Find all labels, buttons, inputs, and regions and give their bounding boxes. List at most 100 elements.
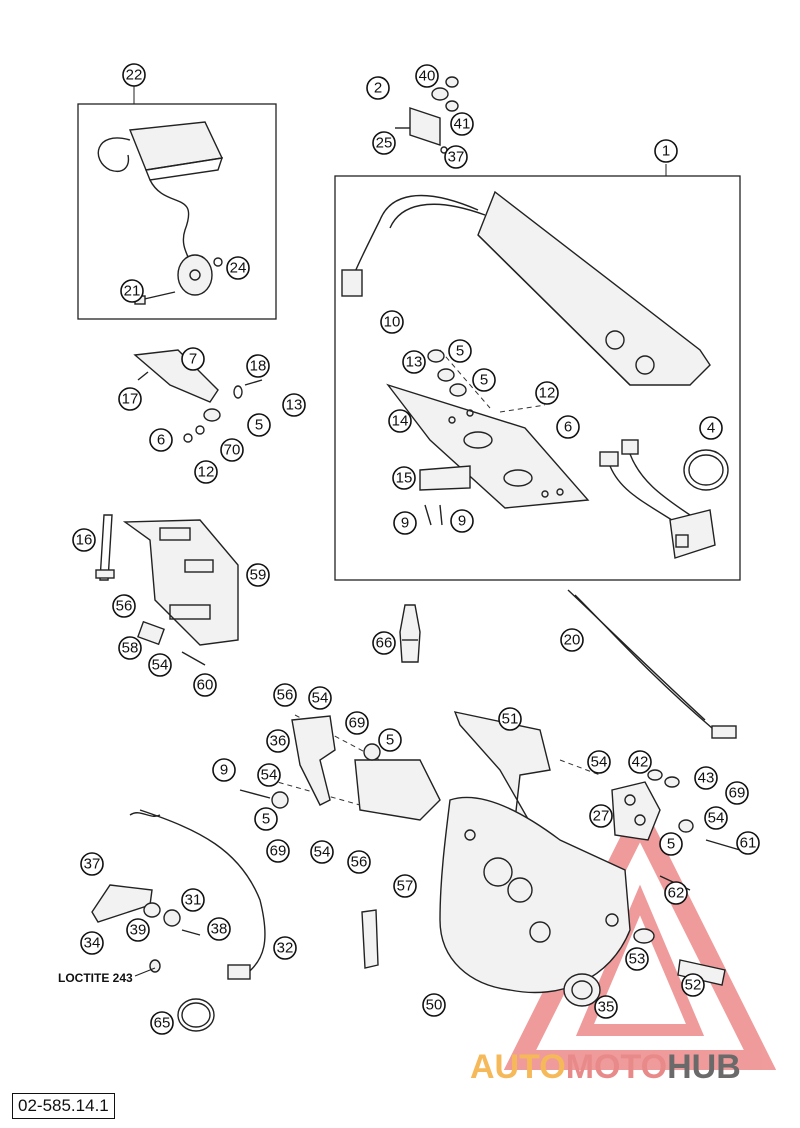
callout-bubble: 9 — [393, 511, 417, 535]
callout-label: 5 — [456, 343, 464, 360]
callout-bubble: 66 — [372, 631, 396, 655]
callout-bubble: 6 — [556, 415, 580, 439]
callout-label: 9 — [220, 762, 228, 779]
callout-bubble: 1 — [654, 139, 678, 163]
callout-bubble: 5 — [448, 339, 472, 363]
rear-bracket-part — [611, 769, 741, 851]
headlight-mask-part — [341, 190, 711, 386]
callout-label: 69 — [270, 843, 287, 860]
callout-bubble: 62 — [664, 881, 688, 905]
callout-label: 5 — [262, 811, 270, 828]
callout-bubble: 60 — [193, 673, 217, 697]
callout-label: 65 — [154, 1015, 171, 1032]
watermark-text: AUTOMOTOHUB — [470, 1048, 741, 1086]
callout-bubble: 39 — [126, 918, 150, 942]
switch-and-clamp-part — [599, 439, 729, 559]
callout-label: 35 — [598, 999, 615, 1016]
callout-label: 66 — [376, 635, 393, 652]
callout-bubble: 41 — [450, 112, 474, 136]
callout-bubble: 31 — [181, 888, 205, 912]
callout-bubble: 37 — [444, 145, 468, 169]
callout-label: 62 — [668, 885, 685, 902]
callout-label: 38 — [211, 921, 228, 938]
callout-bubble: 32 — [273, 936, 297, 960]
clamp-ring-part — [177, 998, 215, 1032]
callout-label: 52 — [685, 977, 702, 994]
callout-label: 50 — [426, 997, 443, 1014]
callout-label: 15 — [396, 470, 413, 487]
callout-bubble: 51 — [498, 707, 522, 731]
callout-bubble: 54 — [310, 840, 334, 864]
callout-bubble: 5 — [378, 728, 402, 752]
callout-label: 16 — [76, 532, 93, 549]
callout-label: 54 — [152, 657, 169, 674]
callout-label: 69 — [729, 785, 746, 802]
callout-bubble: 4 — [699, 416, 723, 440]
callout-label: 9 — [401, 515, 409, 532]
callout-label: 56 — [116, 598, 133, 615]
callout-bubble: 16 — [72, 528, 96, 552]
callout-label: 36 — [270, 733, 287, 750]
callout-bubble: 2 — [366, 76, 390, 100]
callout-bubble: 54 — [257, 763, 281, 787]
callout-label: 12 — [539, 385, 556, 402]
cable-part — [567, 589, 737, 739]
callout-bubble: 5 — [247, 413, 271, 437]
callout-label: 37 — [84, 856, 101, 873]
callout-bubble: 9 — [212, 758, 236, 782]
callout-bubble: 57 — [393, 874, 417, 898]
callout-label: 69 — [349, 715, 366, 732]
callout-bubble: 54 — [148, 653, 172, 677]
callout-label: 59 — [250, 567, 267, 584]
headlight-holder-part — [95, 514, 239, 666]
callout-bubble: 58 — [118, 636, 142, 660]
callout-bubble: 20 — [560, 628, 584, 652]
callout-label: 6 — [564, 419, 572, 436]
callout-label: 21 — [124, 283, 141, 300]
callout-bubble: 27 — [589, 804, 613, 828]
callout-label: 5 — [255, 417, 263, 434]
callout-bubble: 50 — [422, 993, 446, 1017]
callout-bubble: 34 — [80, 931, 104, 955]
callout-label: 32 — [277, 940, 294, 957]
callout-label: 6 — [157, 432, 165, 449]
callout-label: 40 — [419, 68, 436, 85]
callout-label: 51 — [502, 711, 519, 728]
callout-label: 54 — [312, 690, 329, 707]
callout-label: 43 — [698, 770, 715, 787]
callout-bubble: 52 — [681, 973, 705, 997]
callout-bubble: 12 — [535, 381, 559, 405]
callout-bubble: 56 — [112, 594, 136, 618]
callout-bubble: 10 — [380, 310, 404, 334]
callout-label: 7 — [189, 351, 197, 368]
callout-label: 10 — [384, 314, 401, 331]
callout-bubble: 5 — [659, 832, 683, 856]
callout-bubble: 56 — [347, 850, 371, 874]
callout-bubble: 42 — [628, 750, 652, 774]
callout-bubble: 18 — [246, 354, 270, 378]
drawing-code-label: 02-585.14.1 — [12, 1093, 115, 1119]
callout-label: 12 — [198, 464, 215, 481]
callout-bubble: 69 — [266, 839, 290, 863]
callout-label: 58 — [122, 640, 139, 657]
callout-label: 56 — [277, 687, 294, 704]
callout-label: 61 — [740, 835, 757, 852]
callout-label: 54 — [591, 754, 608, 771]
callout-bubble: 40 — [415, 64, 439, 88]
callout-bubble: 70 — [220, 438, 244, 462]
grease-tube-part — [399, 604, 421, 663]
callout-bubble: 13 — [402, 350, 426, 374]
callout-bubble: 12 — [194, 460, 218, 484]
callout-bubble: 35 — [594, 995, 618, 1019]
callout-bubble: 54 — [587, 750, 611, 774]
callout-bubble: 65 — [150, 1011, 174, 1035]
callout-label: 60 — [197, 677, 214, 694]
callout-label: 5 — [386, 732, 394, 749]
callout-bubble: 21 — [120, 279, 144, 303]
callout-label: 31 — [185, 892, 202, 909]
callout-bubble: 69 — [725, 781, 749, 805]
lever-part — [91, 884, 201, 973]
watermark-part2: MOTO — [566, 1048, 667, 1086]
bracket-assembly-part — [395, 76, 459, 154]
